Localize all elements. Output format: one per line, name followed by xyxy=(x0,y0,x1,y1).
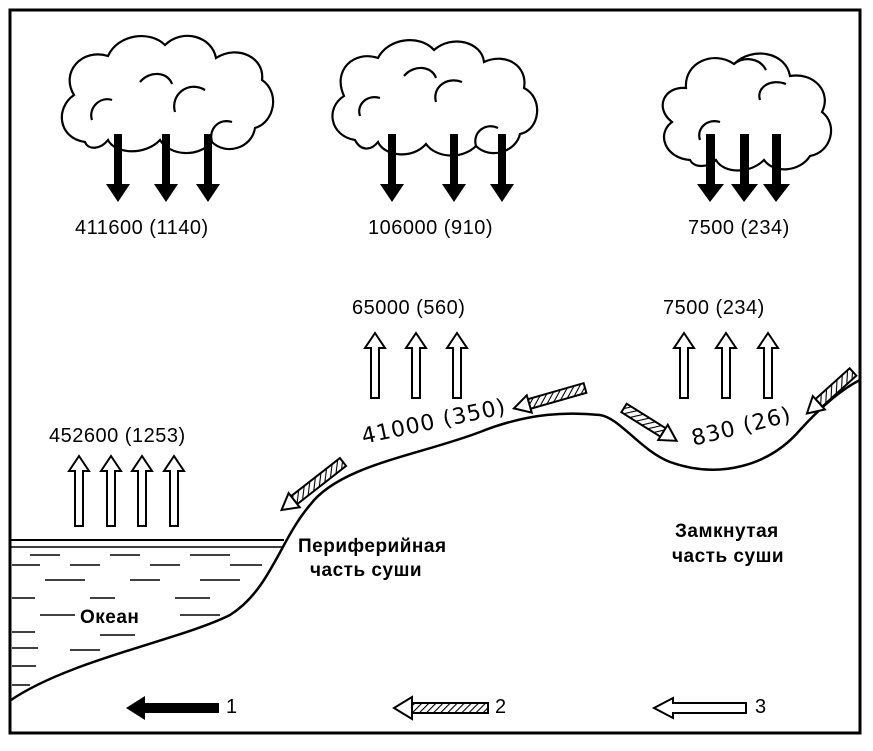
region-closed-label-line2: часть суши xyxy=(672,546,785,567)
region-peripheral-label-line2: часть суши xyxy=(310,560,423,581)
precipitation-arrows xyxy=(106,134,790,202)
evaporation-arrow-icon xyxy=(756,331,780,399)
legend-label-3: 3 xyxy=(755,696,767,718)
precipitation-arrow-icon xyxy=(763,134,790,202)
land-profile xyxy=(10,378,861,702)
evaporation-arrows xyxy=(67,331,780,527)
evaporation-arrow-icon xyxy=(714,331,738,399)
evaporation-arrow-icon xyxy=(130,454,154,527)
evaporation-arrow-icon xyxy=(404,331,428,399)
legend-arrow-evaporation-icon xyxy=(651,696,747,720)
evaporation-arrow-icon xyxy=(445,331,469,399)
evaporation-arrow-icon xyxy=(672,331,696,399)
precipitation-arrow-icon xyxy=(154,134,178,202)
evaporation-ocean-label: 452600 (1253) xyxy=(49,425,186,447)
runoff-arrow-icon xyxy=(619,402,679,442)
legend-arrow-runoff-icon xyxy=(392,695,489,721)
precipitation-arrow-icon xyxy=(442,134,466,202)
evaporation-peripheral-label: 65000 (560) xyxy=(352,297,466,319)
precipitation-arrow-icon xyxy=(731,134,758,202)
region-ocean-label: Океан xyxy=(80,607,140,628)
legend-label-1: 1 xyxy=(226,696,238,718)
precipitation-arrow-icon xyxy=(697,134,724,202)
evaporation-arrow-icon xyxy=(99,454,123,527)
region-closed-label-line1: Замкнутая xyxy=(675,521,779,542)
legend-arrow-precipitation-icon xyxy=(126,696,219,720)
cloud-peripheral-icon xyxy=(331,39,539,157)
region-peripheral-label-line1: Периферийная xyxy=(298,536,447,557)
evaporation-closed-label: 7500 (234) xyxy=(663,297,765,319)
runoff-arrow-icon xyxy=(279,456,348,512)
precipitation-peripheral-label: 106000 (910) xyxy=(368,217,493,239)
runoff-arrows xyxy=(279,366,858,512)
evaporation-arrow-icon xyxy=(67,454,91,527)
precipitation-arrow-icon xyxy=(490,134,514,202)
precipitation-ocean-label: 411600 (1140) xyxy=(75,217,209,239)
evaporation-arrow-icon xyxy=(363,331,387,399)
ocean-water xyxy=(11,539,284,686)
precipitation-arrow-icon xyxy=(196,134,220,202)
diagram-frame xyxy=(8,8,862,735)
precipitation-arrow-icon xyxy=(380,134,404,202)
evaporation-arrow-icon xyxy=(162,454,186,527)
runoff-arrow-icon xyxy=(805,366,858,415)
legend-label-2: 2 xyxy=(495,696,507,718)
precipitation-arrow-icon xyxy=(106,134,130,202)
runoff-arrow-icon xyxy=(511,381,588,415)
precipitation-closed-label: 7500 (234) xyxy=(688,217,790,239)
